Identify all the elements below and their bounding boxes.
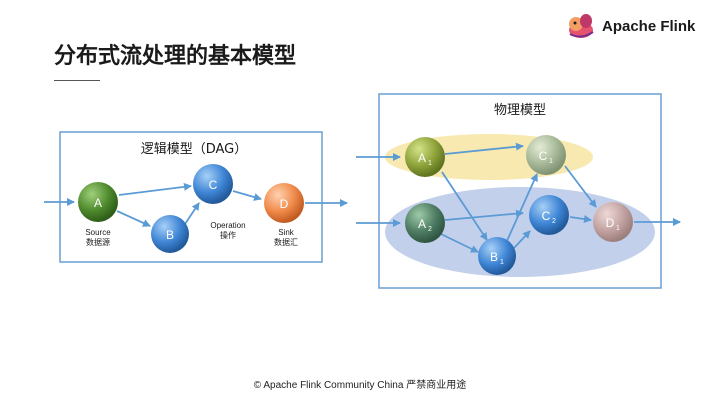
node-a1-subscript: 1 <box>428 160 432 167</box>
node-a1-label: A <box>418 151 426 165</box>
node-b1-label: B <box>490 250 498 264</box>
title-underline <box>54 80 100 81</box>
node-a <box>78 182 118 222</box>
caption-source-en: Source <box>85 228 111 237</box>
node-d <box>264 183 304 223</box>
node-d-label: D <box>280 197 289 211</box>
caption-operation-en: Operation <box>210 221 245 230</box>
brand-logo: Apache Flink <box>566 12 695 40</box>
edge-a-c <box>118 182 192 196</box>
brand-name: Apache Flink <box>602 17 696 35</box>
node-a2-subscript: 2 <box>428 226 432 233</box>
edge-b-c <box>184 202 200 225</box>
edge-c1-d1 <box>564 165 597 208</box>
physical-model-box <box>378 93 662 289</box>
edge-a-b <box>116 210 151 227</box>
slide-title: 分布式流处理的基本模型 <box>54 44 297 69</box>
edge-c-d <box>232 190 262 201</box>
node-a2-label: A <box>418 217 426 231</box>
node-d1 <box>593 202 633 242</box>
node-a2 <box>405 203 445 243</box>
flink-squirrel-icon <box>569 14 594 38</box>
node-c2-subscript: 2 <box>552 218 556 225</box>
edge-a1-c1 <box>444 142 524 155</box>
node-c1-label: C <box>539 149 548 163</box>
node-a1 <box>405 137 445 177</box>
edge-a2-c2 <box>444 209 524 221</box>
footer-copyright: © Apache Flink Community China 严禁商业用途 <box>253 380 467 391</box>
node-b1-subscript: 1 <box>500 259 504 266</box>
node-c <box>193 164 233 204</box>
partition-2-ellipse <box>385 187 655 277</box>
physical-model-title: 物理模型 <box>494 103 546 118</box>
caption-operation-cn: 操作 <box>220 230 236 240</box>
edge-a2-b1 <box>440 233 479 253</box>
logical-model-box <box>59 131 323 263</box>
edge-b1-c1 <box>505 173 538 244</box>
node-c1 <box>526 135 566 175</box>
node-c1-subscript: 1 <box>549 158 553 165</box>
caption-sink-en: Sink <box>278 228 295 237</box>
node-b1 <box>478 237 516 275</box>
node-d1-subscript: 1 <box>616 225 620 232</box>
edge-b1-c2 <box>513 230 531 249</box>
node-a-label: A <box>94 196 102 210</box>
caption-sink-cn: 数据汇 <box>274 237 298 247</box>
physical-edges <box>356 142 681 253</box>
logical-model-title: 逻辑模型（DAG） <box>141 142 248 157</box>
caption-source-cn: 数据源 <box>86 237 110 247</box>
node-c2-label: C <box>542 209 551 223</box>
logical-edges <box>44 182 348 227</box>
node-d1-label: D <box>606 216 615 230</box>
edge-a1-b1 <box>441 171 488 241</box>
node-b <box>151 215 189 253</box>
node-c-label: C <box>209 178 218 192</box>
node-b-label: B <box>166 228 174 242</box>
node-c2 <box>529 195 569 235</box>
edge-c2-d1 <box>569 215 592 223</box>
